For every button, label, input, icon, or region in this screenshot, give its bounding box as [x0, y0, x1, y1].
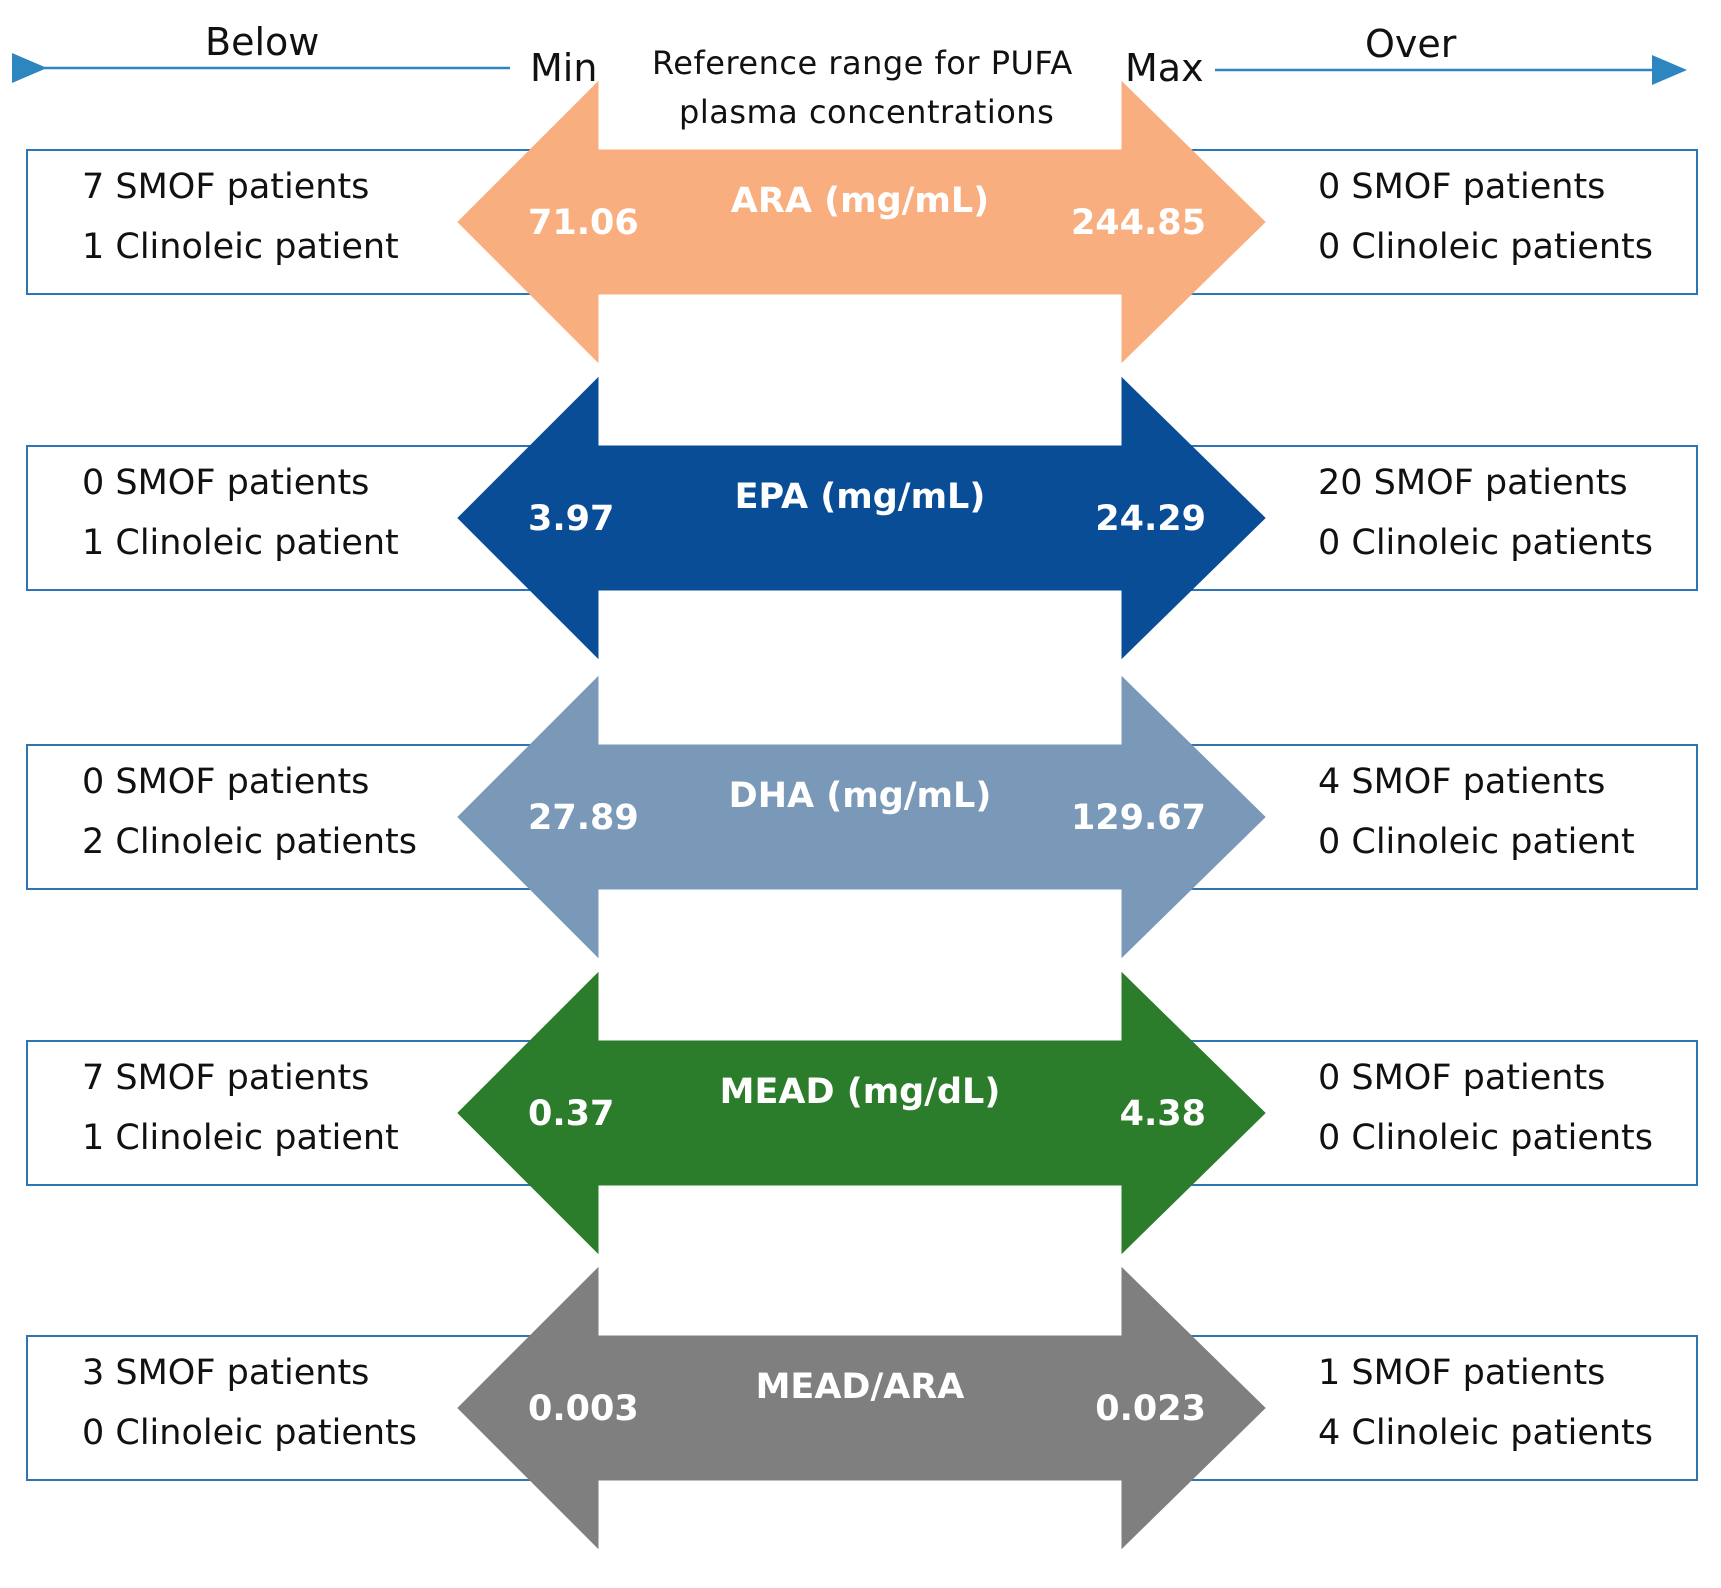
- reference-range-title-line1: Reference range for PUFA: [652, 44, 1073, 82]
- below-clinoleic-epa: 1 Clinoleic patient: [82, 523, 399, 563]
- below-clinoleic-dha: 2 Clinoleic patients: [82, 822, 418, 862]
- over-clinoleic-dha: 0 Clinoleic patient: [1318, 822, 1635, 862]
- below-smof-mead-ara: 3 SMOF patients: [82, 1353, 370, 1393]
- over-smof-dha: 4 SMOF patients: [1318, 762, 1606, 802]
- range-label-ara: ARA (mg/mL): [730, 181, 990, 221]
- below-box-dha: [26, 744, 531, 890]
- range-label-dha: DHA (mg/mL): [728, 776, 992, 816]
- min-value-ara: 71.06: [528, 203, 639, 243]
- max-value-epa: 24.29: [1095, 499, 1206, 539]
- over-smof-ara: 0 SMOF patients: [1318, 167, 1606, 207]
- below-clinoleic-mead-ara: 0 Clinoleic patients: [82, 1413, 418, 1453]
- max-label: Max: [1125, 46, 1204, 90]
- over-clinoleic-epa: 0 Clinoleic patients: [1318, 523, 1654, 563]
- min-label: Min: [530, 46, 598, 90]
- over-smof-epa: 20 SMOF patients: [1318, 463, 1628, 503]
- below-box-mead-ara: [26, 1335, 531, 1481]
- range-label-mead: MEAD (mg/dL): [719, 1072, 1001, 1112]
- min-value-epa: 3.97: [528, 499, 615, 539]
- over-smof-mead-ara: 1 SMOF patients: [1318, 1353, 1606, 1393]
- below-smof-epa: 0 SMOF patients: [82, 463, 370, 503]
- range-arrow-mead-ara: [457, 1266, 1266, 1550]
- over-smof-mead: 0 SMOF patients: [1318, 1058, 1606, 1098]
- below-box-ara: [26, 149, 531, 295]
- max-value-mead: 4.38: [1119, 1094, 1206, 1134]
- min-value-mead: 0.37: [528, 1094, 615, 1134]
- over-box-epa: [1189, 445, 1698, 591]
- below-smof-dha: 0 SMOF patients: [82, 762, 370, 802]
- below-smof-ara: 7 SMOF patients: [82, 167, 370, 207]
- max-value-ara: 244.85: [1070, 203, 1206, 243]
- below-label: Below: [205, 20, 320, 64]
- below-clinoleic-mead: 1 Clinoleic patient: [82, 1118, 399, 1158]
- below-box-mead: [26, 1040, 531, 1186]
- range-label-epa: EPA (mg/mL): [734, 477, 986, 517]
- range-arrow-mead: [457, 971, 1266, 1255]
- below-clinoleic-ara: 1 Clinoleic patient: [82, 227, 399, 267]
- over-box-mead: [1189, 1040, 1698, 1186]
- range-label-mead-ara: MEAD/ARA: [755, 1367, 965, 1407]
- range-arrow-dha: [457, 675, 1266, 959]
- below-smof-mead: 7 SMOF patients: [82, 1058, 370, 1098]
- over-label: Over: [1365, 22, 1457, 66]
- range-arrow-epa: [457, 376, 1266, 660]
- min-value-dha: 27.89: [528, 798, 639, 838]
- reference-range-title-line2: plasma concentrations: [679, 93, 1055, 131]
- over-clinoleic-mead: 0 Clinoleic patients: [1318, 1118, 1654, 1158]
- over-box-dha: [1189, 744, 1698, 890]
- max-value-mead-ara: 0.023: [1095, 1389, 1206, 1429]
- over-box-mead-ara: [1189, 1335, 1698, 1481]
- range-arrow-ara: [457, 80, 1266, 364]
- min-value-mead-ara: 0.003: [528, 1389, 639, 1429]
- over-box-ara: [1189, 149, 1698, 295]
- over-clinoleic-mead-ara: 4 Clinoleic patients: [1318, 1413, 1654, 1453]
- max-value-dha: 129.67: [1070, 798, 1206, 838]
- over-clinoleic-ara: 0 Clinoleic patients: [1318, 227, 1654, 267]
- below-box-epa: [26, 445, 531, 591]
